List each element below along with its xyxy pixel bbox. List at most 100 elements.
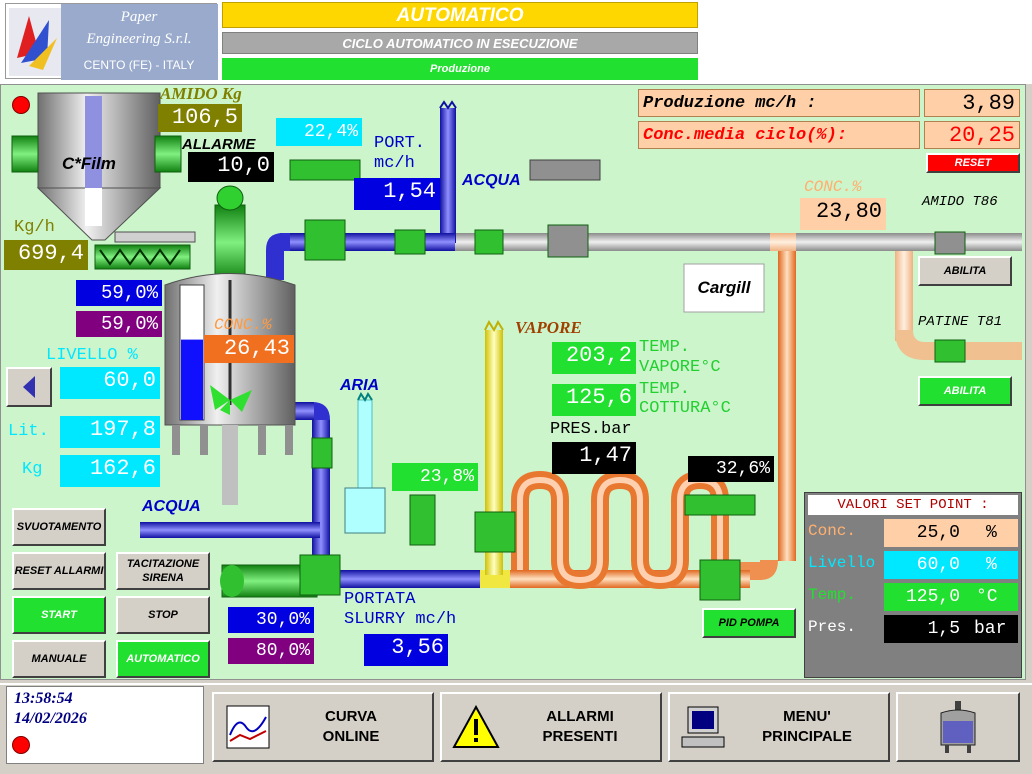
tank-level-value: 60,0 bbox=[60, 367, 160, 399]
cargill-logo: Cargill bbox=[697, 278, 751, 297]
svuotamento-button[interactable]: SVUOTAMENTO bbox=[12, 508, 106, 546]
clock-date: 14/02/2026 bbox=[14, 710, 87, 727]
amido-kg-value: 106,5 bbox=[158, 104, 242, 132]
hopper-flow-label: Kg/h bbox=[14, 218, 55, 237]
slurry-pct-1[interactable]: 30,0% bbox=[228, 607, 314, 633]
sp-temp-unit: °C bbox=[964, 583, 1018, 611]
temp-vapore-value: 203,2 bbox=[552, 342, 636, 374]
tank-lit-value: 197,8 bbox=[60, 416, 160, 448]
curva-label-1: CURVA bbox=[325, 708, 377, 725]
screw-pct-1[interactable]: 59,0% bbox=[76, 280, 162, 306]
computer-icon bbox=[681, 706, 725, 748]
tank-level-bar bbox=[181, 339, 203, 420]
nav-left-button[interactable] bbox=[6, 367, 52, 407]
logo-line3: CENTO (FE) - ITALY bbox=[83, 58, 195, 72]
steam-valve-pct[interactable]: 23,8% bbox=[392, 463, 478, 491]
curva-online-button[interactable]: CURVA ONLINE bbox=[212, 692, 434, 762]
port-label-1: PORT. bbox=[374, 134, 426, 153]
logo-icon bbox=[9, 8, 64, 76]
hopper-name: C*Film bbox=[62, 154, 116, 173]
allarmi-label-2: PRESENTI bbox=[542, 728, 618, 745]
arrow-left-icon bbox=[23, 376, 35, 398]
status-lamp bbox=[12, 736, 30, 754]
temp-vapore-label-2: VAPORE°C bbox=[639, 358, 721, 377]
curva-label-2: ONLINE bbox=[322, 728, 380, 745]
aria-label: ARIA bbox=[340, 377, 380, 394]
production-label: Produzione mc/h : bbox=[638, 89, 920, 117]
amido-kg-label: AMIDO Kg bbox=[160, 84, 242, 103]
sp-pres-unit: bar bbox=[964, 615, 1018, 643]
sp-pres-label: Pres. bbox=[808, 618, 857, 636]
portata-label-1: PORTATA bbox=[344, 590, 416, 609]
manuale-button[interactable]: MANUALE bbox=[12, 640, 106, 678]
patine-t81-label: PATINE T81 bbox=[918, 314, 1003, 330]
setpoint-title: VALORI SET POINT : bbox=[808, 495, 1018, 515]
port-value: 1,54 bbox=[354, 178, 440, 210]
company-logo: Paper Engineering S.r.l. CENTO (FE) - IT… bbox=[5, 3, 218, 80]
acqua-top-label: ACQUA bbox=[462, 172, 521, 189]
pump-valve-pct[interactable]: 32,6% bbox=[688, 456, 774, 482]
sp-livello-value[interactable]: 60,0 bbox=[884, 551, 964, 579]
sp-temp-value[interactable]: 125,0 bbox=[884, 583, 964, 611]
screw-pct-2[interactable]: 59,0% bbox=[76, 311, 162, 337]
conc-media-label: Conc.media ciclo(%): bbox=[638, 121, 920, 149]
stop-button[interactable]: STOP bbox=[116, 596, 210, 634]
sp-livello-unit: % bbox=[964, 551, 1018, 579]
allarme-value[interactable]: 10,0 bbox=[188, 152, 274, 182]
portata-label-2: SLURRY mc/h bbox=[344, 610, 457, 629]
temp-cottura-label-1: TEMP. bbox=[639, 380, 691, 399]
tank-view-button[interactable] bbox=[896, 692, 1020, 762]
cycle-status: CICLO AUTOMATICO IN ESECUZIONE bbox=[222, 32, 698, 54]
phase-status: Produzione bbox=[222, 58, 698, 80]
warning-icon bbox=[452, 705, 500, 748]
tank-kg-value: 162,6 bbox=[60, 455, 160, 487]
pres-bar-label: PRES.bar bbox=[550, 420, 632, 439]
clock-panel bbox=[6, 686, 204, 764]
logo-line2: Engineering S.r.l. bbox=[86, 31, 192, 47]
menu-label-1: MENU' bbox=[783, 708, 831, 725]
amido-t86-label: AMIDO T86 bbox=[922, 194, 998, 210]
hopper-flow-value: 699,4 bbox=[4, 240, 88, 270]
abilita-patine-button[interactable]: ABILITA bbox=[918, 376, 1012, 406]
process-diagram bbox=[11, 92, 1022, 601]
pres-bar-value: 1,47 bbox=[552, 442, 636, 474]
tank-conc-value: 26,43 bbox=[204, 335, 294, 363]
acqua-bottom-label: ACQUA bbox=[142, 498, 201, 515]
tank-conc-label: CONC.% bbox=[214, 316, 272, 334]
sp-pres-value[interactable]: 1,5 bbox=[884, 615, 964, 643]
allarme-label: ALLARME bbox=[182, 136, 256, 153]
tank-level-label: LIVELLO % bbox=[46, 346, 138, 365]
reset-button[interactable]: RESET bbox=[926, 153, 1020, 173]
automatico-button[interactable]: AUTOMATICO bbox=[116, 640, 210, 678]
pid-pompa-button[interactable]: PID POMPA bbox=[702, 608, 796, 638]
sp-conc-unit: % bbox=[964, 519, 1018, 547]
starch-conc-value: 23,80 bbox=[800, 198, 886, 230]
sp-conc-label: Conc. bbox=[808, 522, 857, 540]
tank-icon bbox=[940, 701, 976, 753]
temp-cottura-label-2: COTTURA°C bbox=[639, 399, 731, 418]
reset-allarmi-button[interactable]: RESET ALLARMI bbox=[12, 552, 106, 590]
temp-vapore-label-1: TEMP. bbox=[639, 338, 691, 357]
water-valve-pct[interactable]: 22,4% bbox=[276, 118, 362, 146]
sp-conc-value[interactable]: 25,0 bbox=[884, 519, 964, 547]
production-value: 3,89 bbox=[924, 89, 1020, 117]
tank-kg-label: Kg bbox=[22, 460, 43, 479]
conc-media-value: 20,25 bbox=[924, 121, 1020, 149]
vapore-label: VAPORE bbox=[515, 318, 582, 337]
sp-temp-label: Temp. bbox=[808, 586, 857, 604]
starch-conc-label: CONC.% bbox=[804, 178, 862, 196]
trend-chart-icon bbox=[226, 705, 270, 749]
allarmi-label-1: ALLARMI bbox=[546, 708, 614, 725]
tacitazione-button[interactable]: TACITAZIONE SIRENA bbox=[116, 552, 210, 590]
slurry-pct-2[interactable]: 80,0% bbox=[228, 638, 314, 664]
tank-lit-label: Lit. bbox=[8, 422, 49, 441]
logo-line1: Paper bbox=[120, 9, 158, 25]
temp-cottura-value: 125,6 bbox=[552, 384, 636, 416]
start-button[interactable]: START bbox=[12, 596, 106, 634]
portata-value: 3,56 bbox=[364, 634, 448, 666]
mode-title: AUTOMATICO bbox=[222, 2, 698, 28]
allarmi-presenti-button[interactable]: ALLARMI PRESENTI bbox=[440, 692, 662, 762]
menu-label-2: PRINCIPALE bbox=[762, 728, 852, 745]
abilita-amido-button[interactable]: ABILITA bbox=[918, 256, 1012, 286]
menu-principale-button[interactable]: MENU' PRINCIPALE bbox=[668, 692, 890, 762]
